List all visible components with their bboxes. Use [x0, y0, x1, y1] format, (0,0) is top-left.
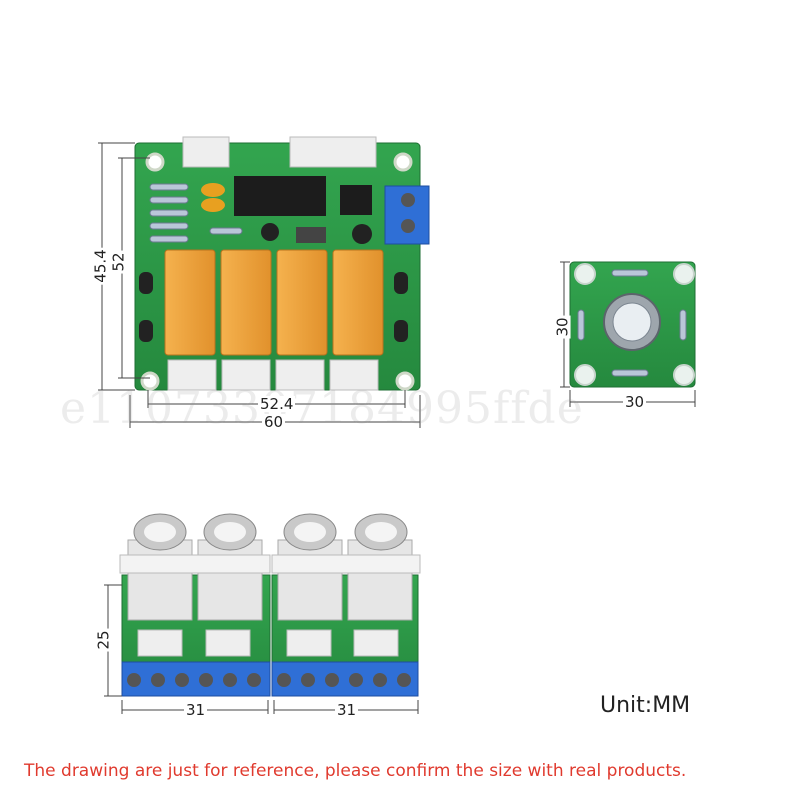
- main-relay-board: [134, 136, 430, 391]
- rca-board-right: [271, 513, 421, 697]
- rca-board-left: [119, 513, 271, 697]
- button-board: [569, 261, 696, 388]
- dim-main-height-outer: 52: [109, 250, 128, 274]
- dim-main-height-inner: 45.4: [91, 247, 110, 285]
- unit-label: Unit:MM: [600, 693, 691, 718]
- dim-main-width-outer: 60: [262, 413, 286, 431]
- dim-button-width: 30: [623, 393, 647, 411]
- dim-button-height: 30: [553, 315, 572, 339]
- dim-rca-right-width: 31: [335, 701, 359, 719]
- watermark-text: e11073307184995ffde: [60, 383, 584, 434]
- disclaimer-text: The drawing are just for reference, plea…: [24, 761, 687, 781]
- dim-main-width-inner: 52.4: [258, 395, 296, 413]
- dim-rca-height: 25: [94, 628, 113, 652]
- dim-rca-left-width: 31: [184, 701, 208, 719]
